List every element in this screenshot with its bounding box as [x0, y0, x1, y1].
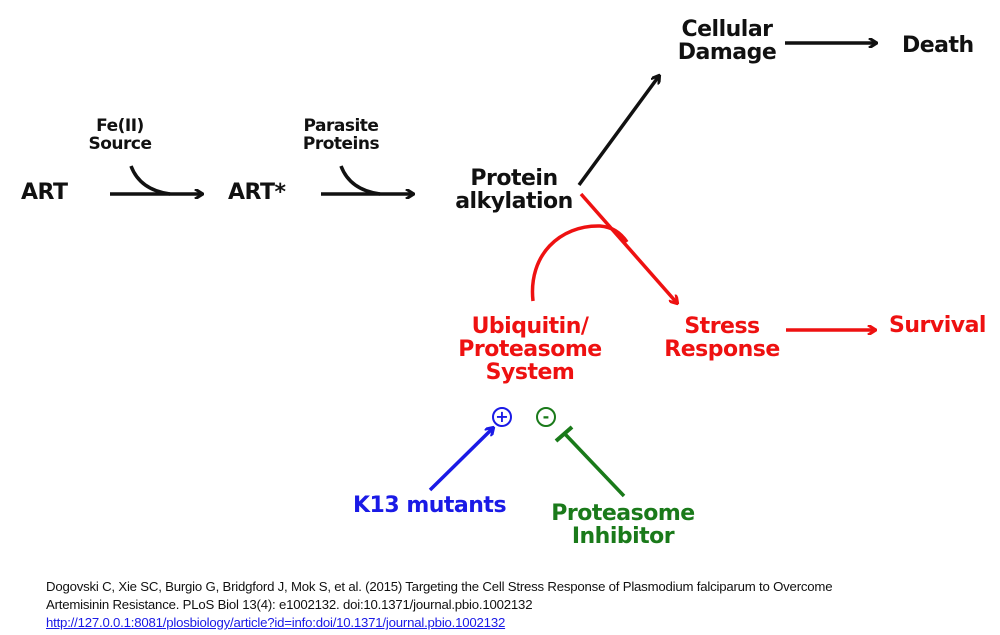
inhibition-bar: [554, 425, 574, 443]
arrow-alkylation-to-stress-response: [579, 192, 677, 303]
node-stress-response-line1: Stress: [684, 314, 760, 339]
node-cellular-damage-line2: Damage: [677, 40, 777, 66]
citation: Dogovski C, Xie SC, Burgio G, Bridgford …: [46, 578, 833, 632]
node-stress-response-line2: Response: [664, 337, 780, 363]
node-fe-source-line1: Fe(II): [96, 116, 144, 136]
node-ups-line3: System: [485, 360, 575, 386]
node-stress-response: Stress Response: [662, 315, 782, 361]
node-protein-alkylation-line1: Protein: [470, 166, 558, 191]
cofactor-curve-parasite-proteins: [339, 165, 381, 196]
node-parasite-proteins: Parasite Proteins: [300, 116, 382, 154]
node-protein-alkylation-line2: alkylation: [455, 189, 573, 215]
node-fe-source: Fe(II) Source: [82, 116, 158, 154]
arrow-k13-to-ups: [428, 428, 493, 492]
node-cellular-damage-line1: Cellular: [681, 17, 773, 42]
citation-link[interactable]: http://127.0.0.1:8081/plosbiology/articl…: [46, 615, 506, 630]
node-k13-mutants: K13 mutants: [353, 493, 507, 518]
inhibition-line-proteasome-inhibitor: [563, 432, 626, 498]
activation-sign-icon: +: [492, 407, 512, 427]
node-proteasome-inhibitor: Proteasome Inhibitor: [548, 502, 698, 548]
arrow-alkylation-to-damage: [577, 76, 659, 187]
citation-line1: Dogovski C, Xie SC, Burgio G, Bridgford …: [46, 579, 833, 594]
node-ubiquitin-proteasome-system: Ubiquitin/ Proteasome System: [455, 315, 605, 384]
node-protein-alkylation: Protein alkylation: [452, 167, 576, 213]
node-art-star: ART*: [228, 180, 286, 205]
node-parasite-proteins-line2: Proteins: [302, 133, 380, 154]
node-survival: Survival: [889, 313, 986, 338]
node-ups-line2: Proteasome: [458, 337, 602, 363]
node-ups-line1: Ubiquitin/: [471, 314, 589, 339]
node-proteasome-inhibitor-line2: Inhibitor: [571, 524, 675, 550]
node-proteasome-inhibitor-line1: Proteasome: [551, 501, 695, 526]
node-cellular-damage: Cellular Damage: [672, 18, 782, 64]
node-parasite-proteins-line1: Parasite: [303, 116, 379, 136]
cofactor-curve-ubiquitin-proteasome: [530, 224, 629, 302]
citation-line2: Artemisinin Resistance. PLoS Biol 13(4):…: [46, 597, 533, 612]
node-art: ART: [21, 180, 68, 205]
node-fe-source-line2: Source: [88, 133, 152, 154]
node-death: Death: [902, 33, 974, 58]
cofactor-curve-fe-source: [129, 165, 171, 196]
inhibition-sign-icon: -: [536, 407, 556, 427]
